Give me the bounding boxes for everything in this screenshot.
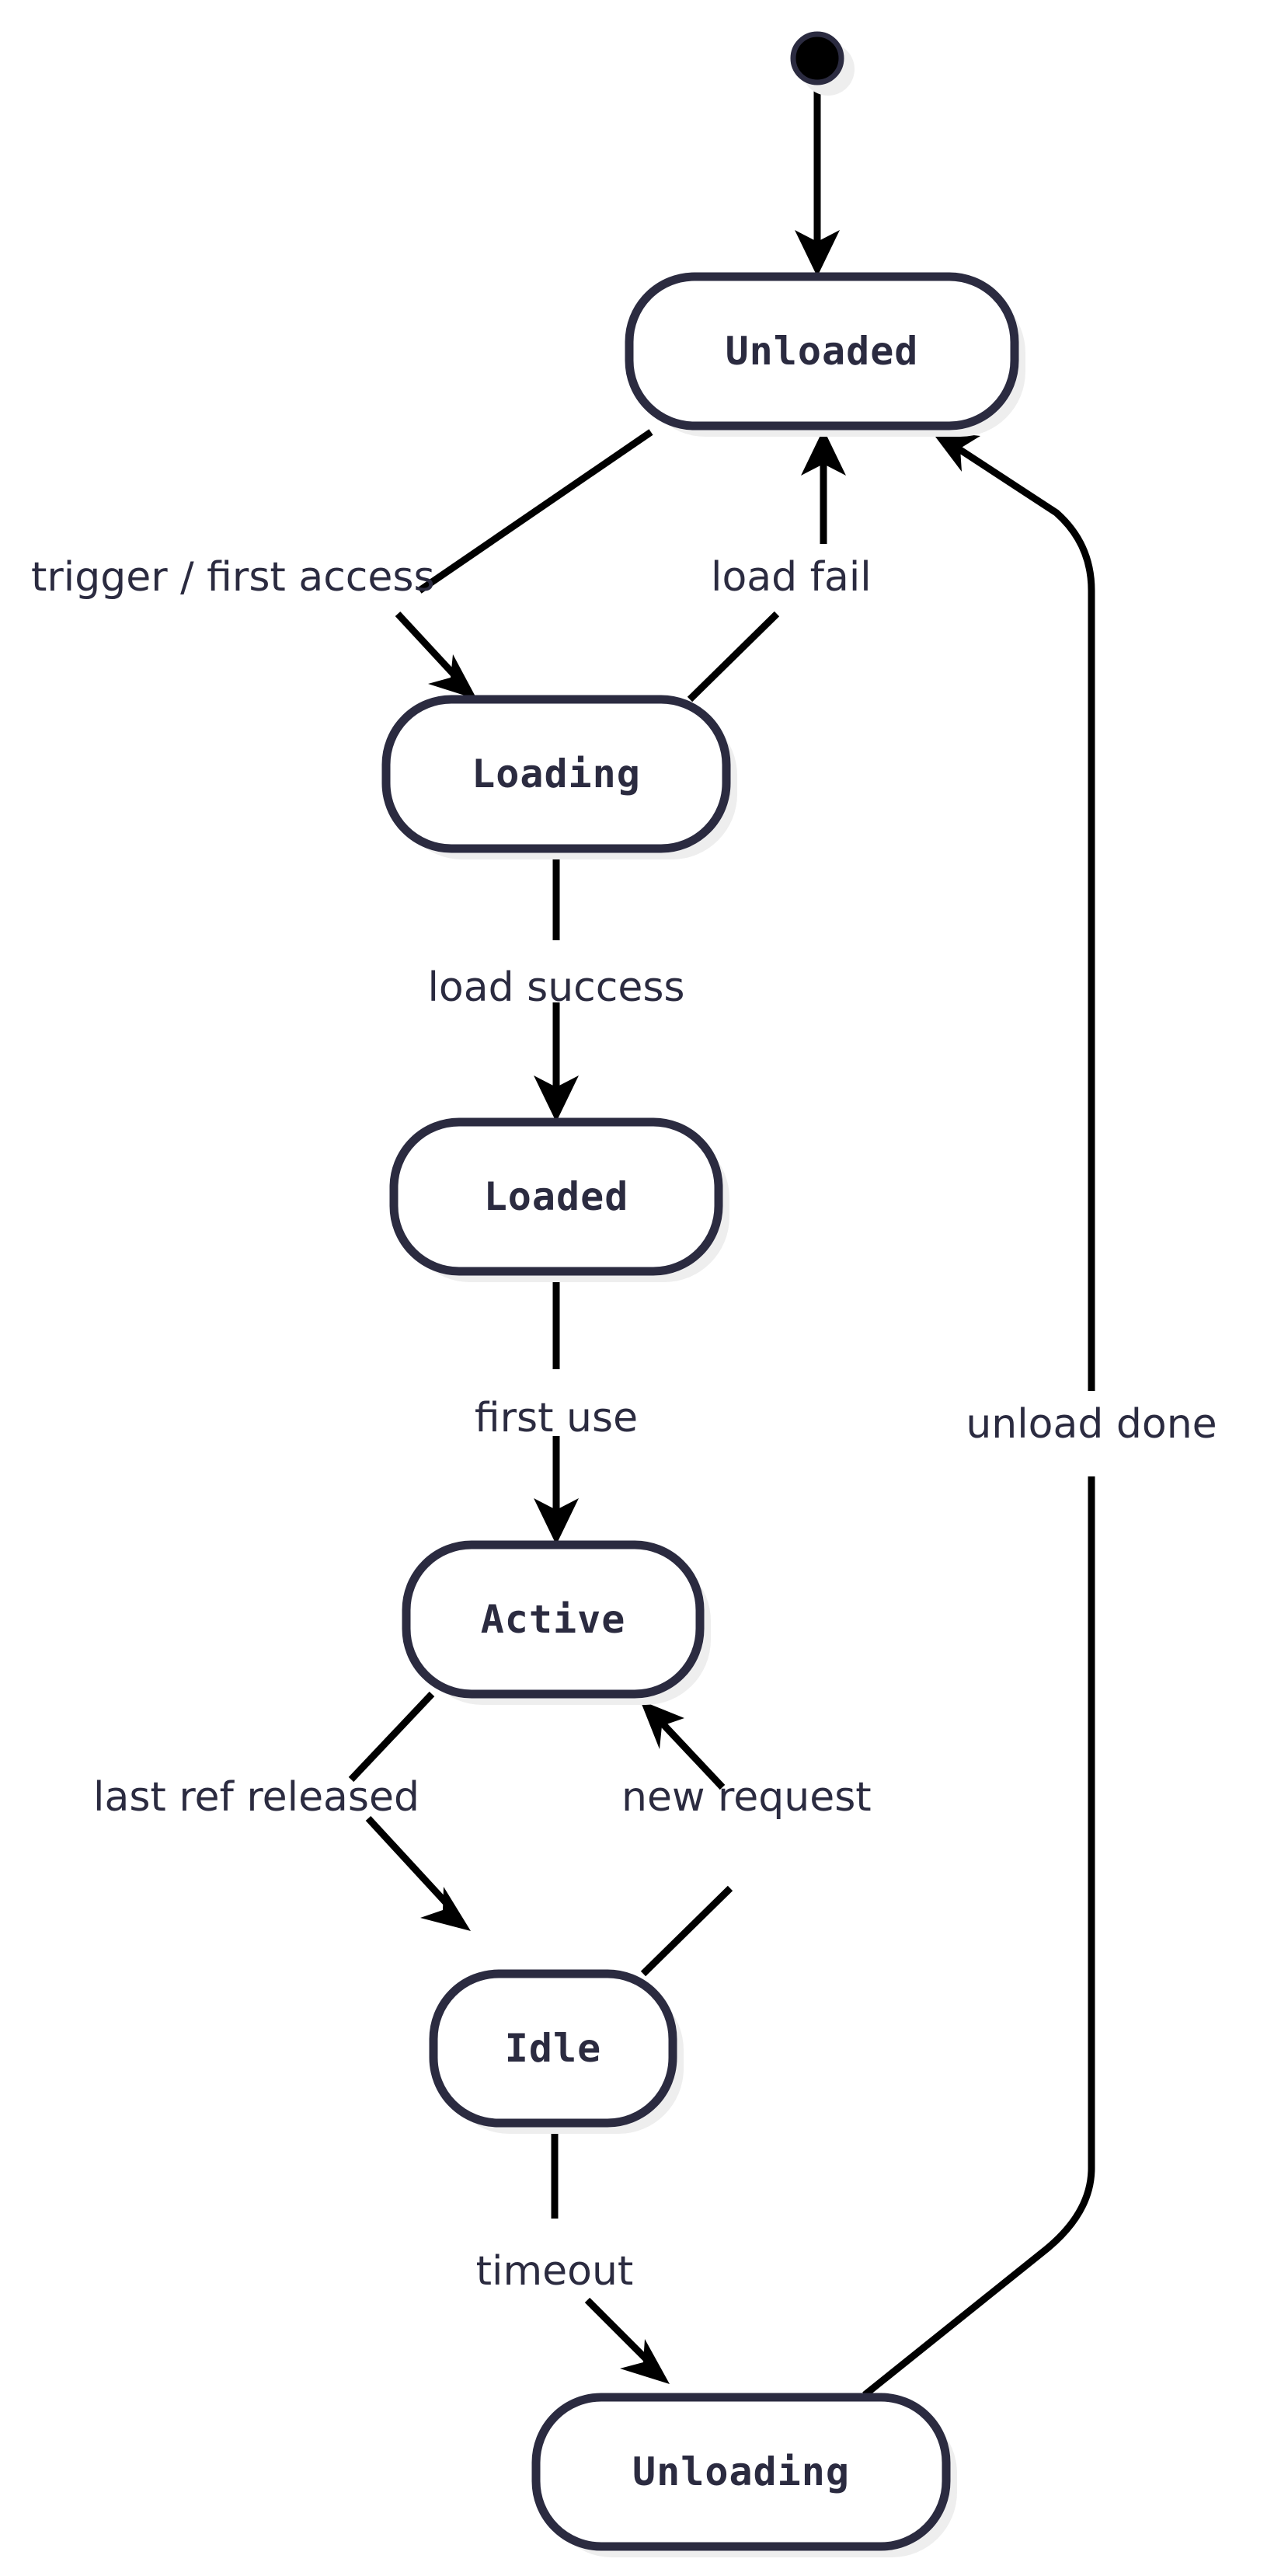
state-rect (402, 1540, 705, 1699)
state-node-loaded[interactable]: Loaded (389, 1117, 729, 1282)
state-label-loaded: Loaded (484, 1174, 629, 1219)
state-node-unloaded[interactable]: Unloaded (625, 272, 1025, 437)
edge-arrowhead (428, 654, 477, 699)
state-node-idle[interactable]: Idle (429, 1969, 684, 2134)
edge-path (657, 1718, 726, 1790)
state-node-unloading[interactable]: Unloading (531, 2393, 957, 2557)
edge-label-load-fail: load fail (711, 554, 872, 601)
edge-label-new-request: new request (621, 1774, 872, 1821)
state-rect (381, 695, 731, 853)
state-label-unloaded: Unloaded (726, 329, 919, 374)
state-rect (625, 272, 1019, 430)
edge-path (640, 1885, 733, 1977)
edge-path (417, 429, 653, 594)
transition-loading-to-unloaded: load fail (687, 429, 872, 702)
edge-arrowhead (420, 1887, 471, 1931)
edge-path (348, 1691, 435, 1783)
edge-arrowhead (620, 2339, 670, 2384)
transition-idle-to-active: new request (621, 1700, 872, 1977)
start-node-circle (790, 31, 844, 85)
edge-label-unload-done: unload done (966, 1401, 1217, 1448)
transition-start-to-unloaded (795, 85, 840, 277)
transition-loading-to-loaded: load success (427, 849, 685, 1122)
state-rect (389, 1117, 723, 1276)
state-node-active[interactable]: Active (402, 1540, 711, 1705)
state-label-idle: Idle (505, 2026, 601, 2071)
edge-label-load-success: load success (427, 964, 684, 1011)
edge-arrowhead (534, 1498, 579, 1545)
transition-active-to-idle: last ref released (93, 1691, 471, 1931)
edge-arrowhead (534, 1075, 579, 1122)
edge-label-trigger-first-access: trigger / first access (31, 554, 435, 601)
transition-loaded-to-active: first use (475, 1271, 638, 1545)
start-node[interactable] (790, 31, 855, 96)
edge-arrowhead (801, 429, 846, 476)
edge-path (953, 444, 1095, 1391)
edge-path (862, 1476, 1095, 2398)
transition-unloaded-to-loading: trigger / first access (31, 429, 653, 699)
edge-arrowhead (795, 230, 840, 277)
state-rect (429, 1969, 677, 2128)
state-label-active: Active (481, 1597, 626, 1642)
transition-unloading-to-unloaded: unload done (862, 430, 1217, 2398)
edge-path (687, 611, 780, 702)
state-rect (531, 2393, 951, 2551)
edge-label-timeout: timeout (476, 2248, 634, 2295)
state-label-loading: Loading (472, 751, 641, 797)
edge-path (365, 1815, 454, 1911)
edge-label-first-use: first use (475, 1395, 638, 1441)
transition-idle-to-unloading: timeout (476, 2123, 670, 2384)
edge-path (584, 2297, 654, 2367)
edge-label-last-ref-released: last ref released (93, 1774, 419, 1821)
state-label-unloading: Unloading (632, 2449, 850, 2494)
edge-arrowhead (640, 1700, 684, 1749)
state-node-loading[interactable]: Loading (381, 695, 737, 859)
edge-arrowhead (931, 430, 980, 472)
